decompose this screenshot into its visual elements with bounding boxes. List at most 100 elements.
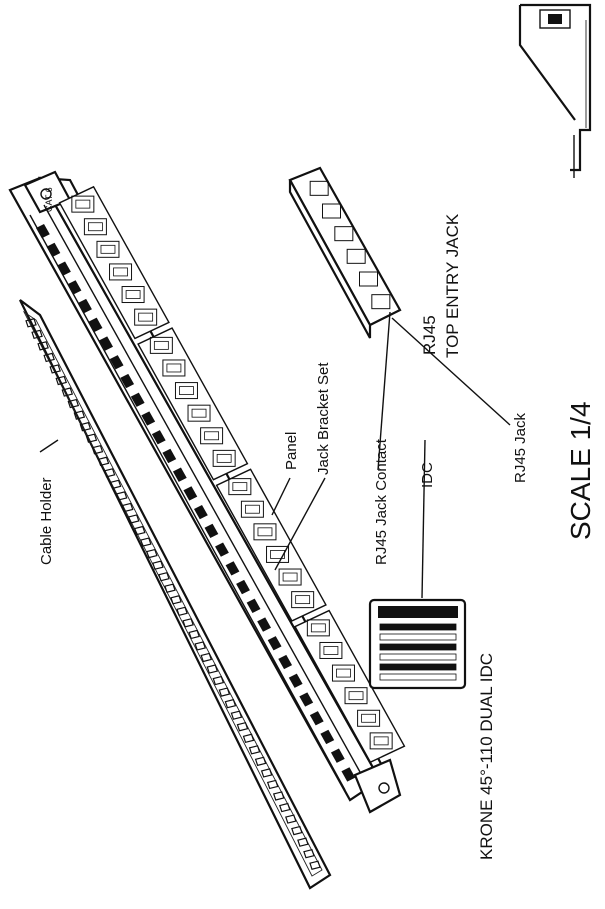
idc-finger xyxy=(379,653,457,661)
rj45-port xyxy=(187,404,211,422)
rj45-jack-block-ports xyxy=(309,180,391,310)
strip-segment xyxy=(246,598,261,613)
rj45-port xyxy=(109,263,133,281)
leader-rj45-jack-contact xyxy=(377,311,391,471)
jack-module xyxy=(58,185,170,340)
strip-segment xyxy=(215,542,229,557)
cable-holder-slot xyxy=(133,525,146,536)
rj45-port xyxy=(212,449,236,467)
cable-holder-slot xyxy=(291,825,303,836)
strip-segment xyxy=(141,411,156,426)
strip-segment xyxy=(309,711,324,726)
idc-finger xyxy=(379,643,457,651)
strip-segment xyxy=(320,729,335,745)
cat6-marking: CAT 6 xyxy=(44,187,54,212)
strip-segment xyxy=(278,654,293,670)
label-rj45: RJ45 xyxy=(420,315,439,355)
label-panel: Panel xyxy=(283,432,300,470)
cable-holder-slot xyxy=(61,387,74,397)
cable-holder-slot xyxy=(242,733,255,743)
cable-holder-slot xyxy=(127,514,140,524)
cable-holder-slot xyxy=(309,860,321,870)
block-port xyxy=(334,226,354,242)
strip-segment xyxy=(194,505,208,520)
rj45-port xyxy=(319,641,343,659)
strip-segment xyxy=(78,298,92,314)
cable-holder-slot xyxy=(212,675,225,686)
strip-segment xyxy=(99,336,113,351)
idc-finger xyxy=(379,623,457,631)
jack-module xyxy=(294,609,406,764)
label-rj45-jack: RJ45 Jack xyxy=(512,412,529,483)
label-rj45-jack-contact: RJ45 Jack Contact xyxy=(373,438,390,565)
cable-holder-slot xyxy=(49,364,61,374)
cable-holder-slot xyxy=(97,456,110,466)
cable-holder-slot xyxy=(285,814,297,824)
cable-holder-slot xyxy=(278,802,291,813)
cable-holder-slot xyxy=(297,837,309,847)
rj45-port xyxy=(149,336,173,354)
strip-segment xyxy=(236,579,250,595)
block-port xyxy=(322,203,341,219)
cable-holder-slot xyxy=(115,491,128,501)
strip-segment xyxy=(57,261,71,276)
cable-holder-slot xyxy=(146,548,158,559)
cable-holder-slot xyxy=(254,756,267,767)
cable-holder-slot xyxy=(176,606,188,617)
idc-finger xyxy=(379,663,457,671)
strip-segment xyxy=(109,355,124,370)
rj45-port xyxy=(266,545,290,563)
cable-holder-slot xyxy=(200,652,213,663)
cable-holder-slot xyxy=(236,722,249,732)
cable-holder-slot xyxy=(266,779,279,790)
cable-holder-slot xyxy=(218,687,231,697)
strip-segment xyxy=(288,673,303,688)
cable-holder-bar xyxy=(19,299,332,890)
rj45-port xyxy=(200,427,224,445)
strip-segment xyxy=(267,636,282,651)
idc-finger xyxy=(379,673,457,681)
cable-holder-slot xyxy=(206,664,219,674)
cable-holder-slot xyxy=(272,791,285,801)
leader-panel xyxy=(271,477,291,516)
cable-holder-slot xyxy=(182,618,194,628)
cable-holder-slot xyxy=(67,398,80,409)
cable-holder-slot xyxy=(248,745,261,755)
leader-idc xyxy=(421,439,426,599)
strip-segment xyxy=(162,448,177,464)
patch-panel: CAT 6 xyxy=(8,170,406,814)
rj45-port xyxy=(253,523,277,541)
cable-holder-slot xyxy=(303,848,315,859)
rj45-port xyxy=(134,308,158,326)
cable-holder-slot xyxy=(31,329,43,340)
rj45-port xyxy=(240,500,264,518)
label-krone-dual-idc: KRONE 45°-110 DUAL IDC xyxy=(477,653,496,860)
strip-segment xyxy=(341,767,356,782)
cable-holder-slot xyxy=(188,629,200,640)
mounting-hole-bottom xyxy=(378,782,390,794)
cable-holder-slot xyxy=(152,560,164,570)
strip-segment xyxy=(299,692,314,707)
cable-holder-slot xyxy=(230,710,243,720)
cable-holder-slot xyxy=(109,479,122,490)
rj45-port xyxy=(96,240,120,258)
cable-holder-slot xyxy=(103,468,116,478)
strip-segment xyxy=(36,224,50,239)
strip-segment xyxy=(151,430,166,445)
rj45-port xyxy=(369,732,393,750)
cable-holder-slot xyxy=(43,352,55,363)
rj45-port xyxy=(162,359,186,377)
mounting-hole-top xyxy=(40,188,52,200)
cable-holder-slot xyxy=(164,583,176,593)
cable-holder-slot xyxy=(79,421,92,432)
strip-segment xyxy=(183,486,198,501)
cable-holder-slot xyxy=(55,375,68,386)
cable-holder-slot xyxy=(91,445,104,455)
leader-lines xyxy=(39,311,511,599)
rj45-port xyxy=(331,664,355,682)
cable-holder-slot xyxy=(73,410,86,420)
cable-holder-slot xyxy=(121,502,134,513)
cable-holder-slot xyxy=(194,641,206,651)
block-port xyxy=(346,248,366,264)
